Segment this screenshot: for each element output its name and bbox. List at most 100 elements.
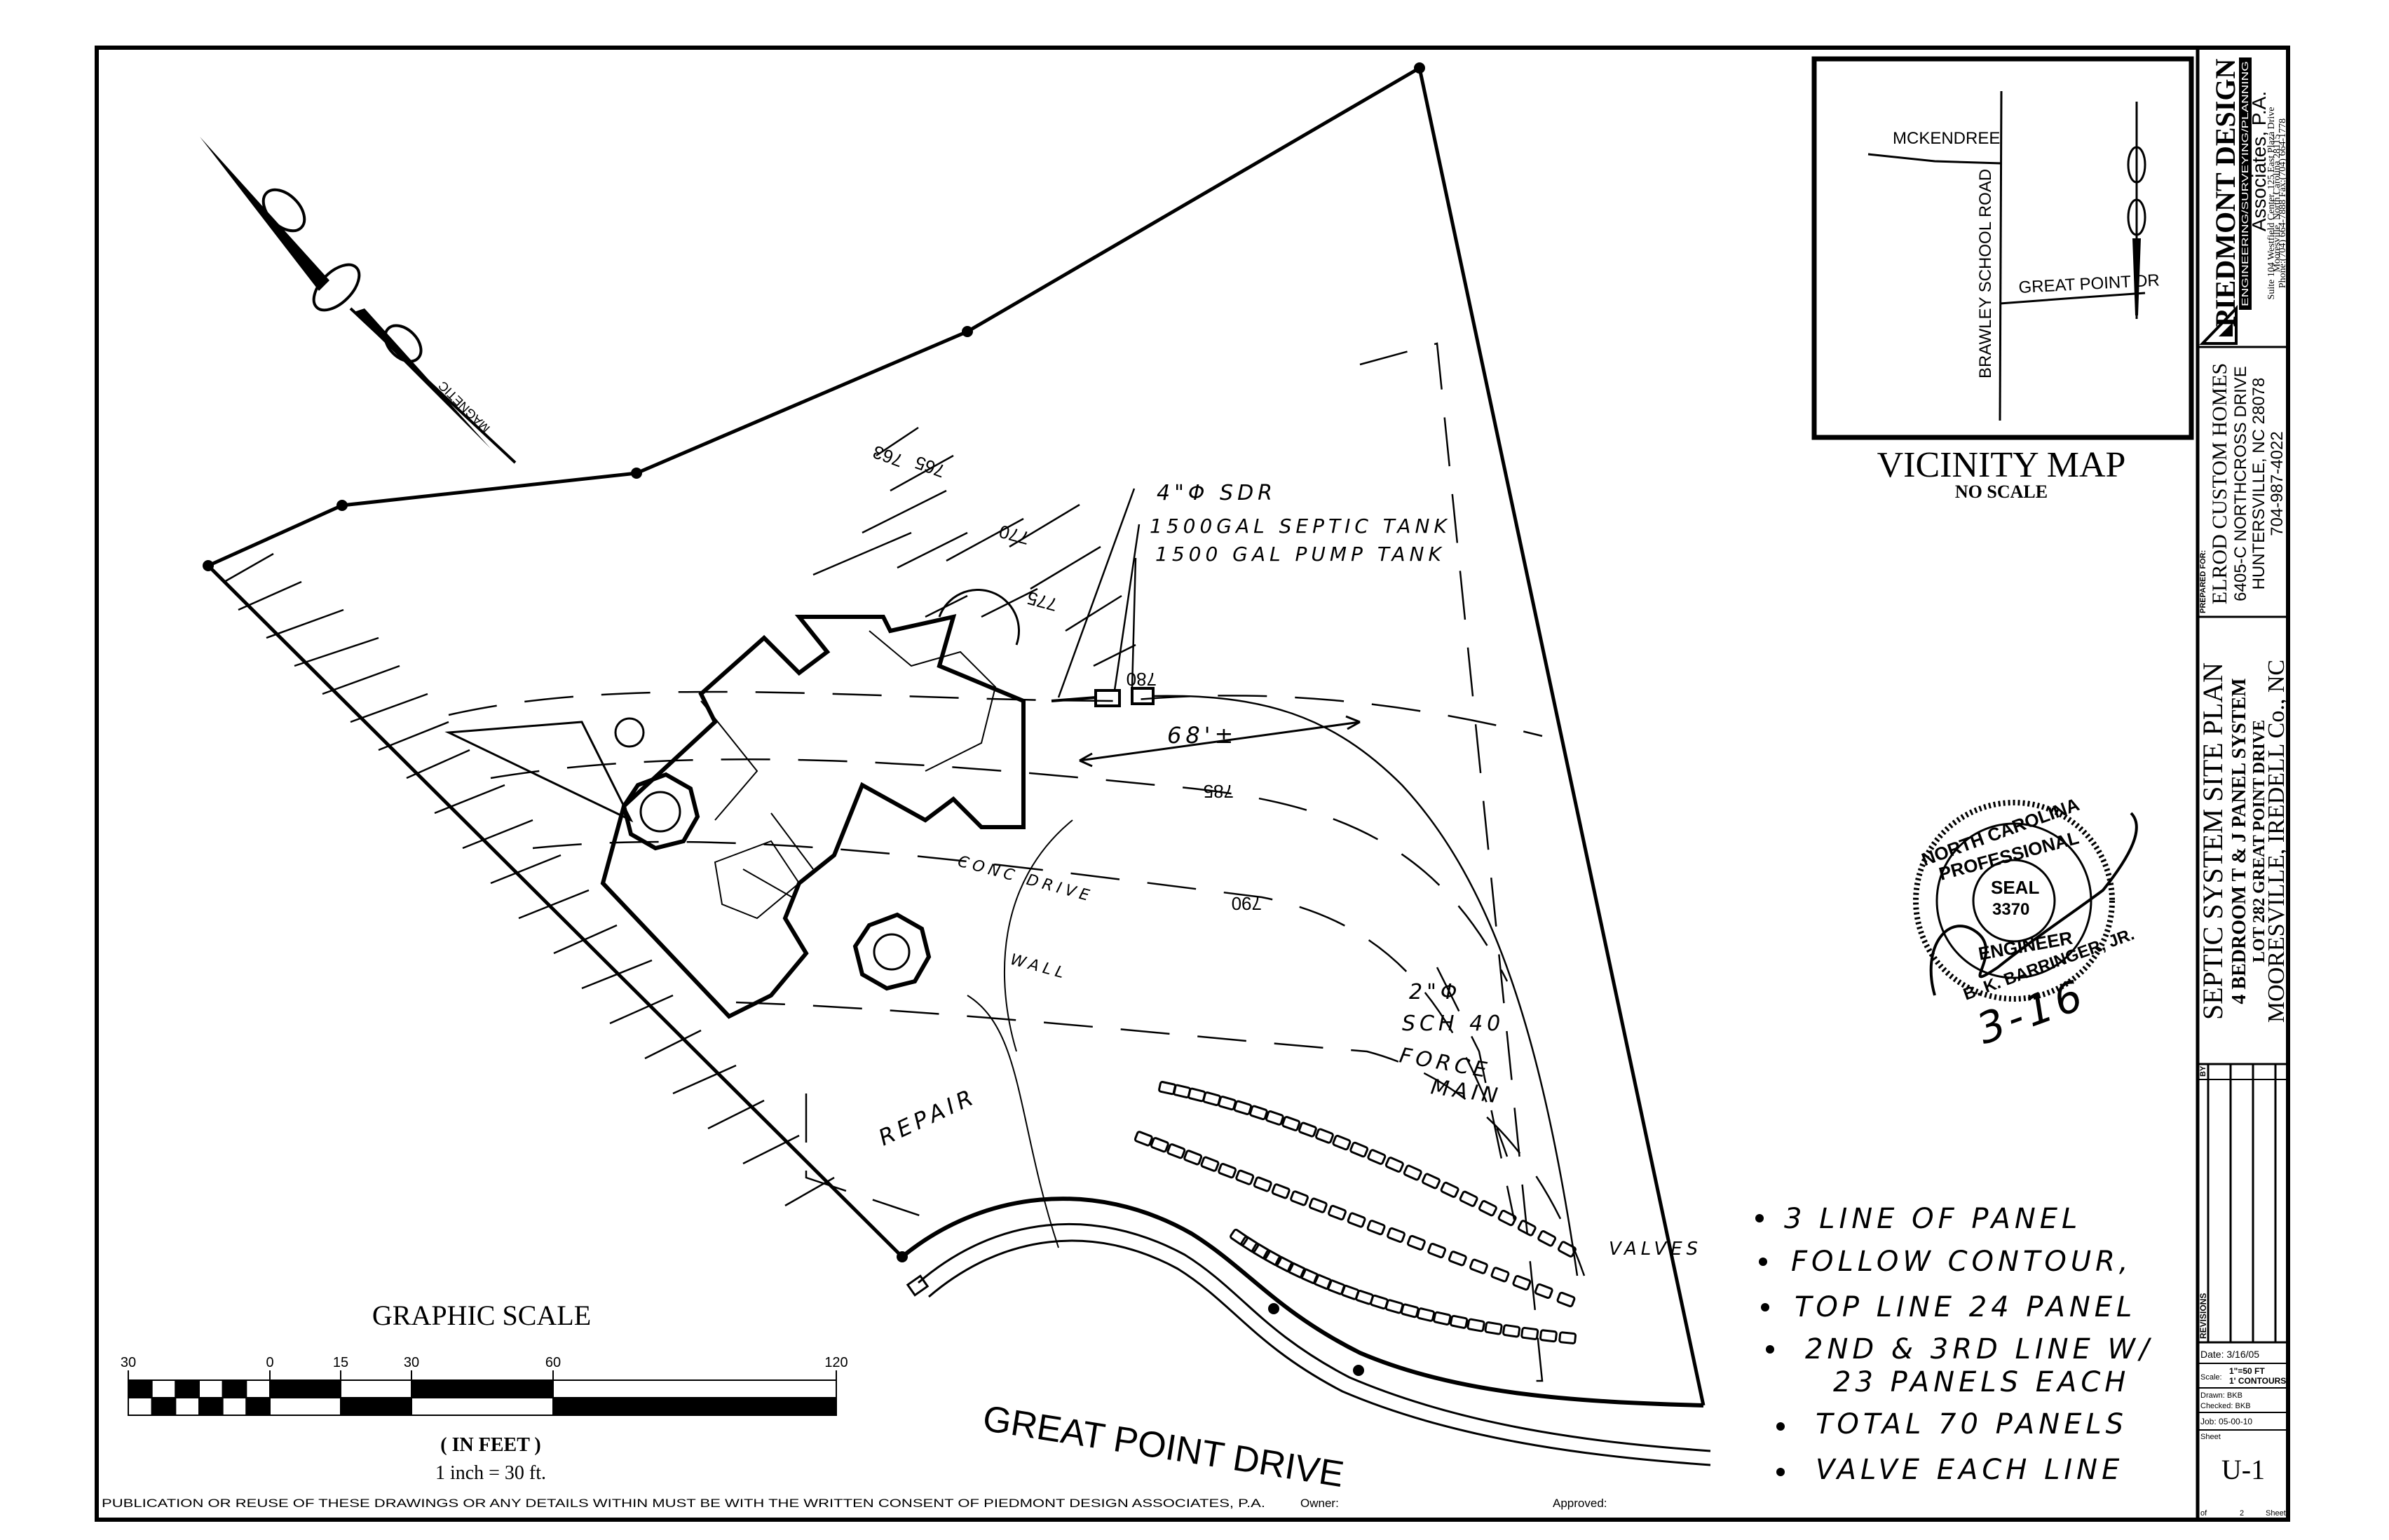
house-footprint [444, 589, 1073, 1248]
drain-panel [1539, 1329, 1558, 1343]
scale-segment [175, 1379, 200, 1398]
drain-panel [1367, 1149, 1387, 1165]
drain-panel [1315, 1128, 1334, 1144]
scale-segment [411, 1379, 554, 1398]
road-brawley-school: BRAWLEY SCHOOL ROAD [1976, 169, 1995, 379]
drain-panel [1218, 1163, 1237, 1179]
drain-panel [1233, 1100, 1253, 1115]
gazebo-icon [852, 912, 932, 991]
drain-panel [1520, 1326, 1539, 1340]
scale-segment [128, 1397, 153, 1416]
scale-segment [340, 1397, 412, 1416]
scale-segment [245, 1397, 271, 1416]
drain-panel [1478, 1200, 1497, 1217]
firm-name: PIEDMONT DESIGN [2210, 59, 2241, 327]
firm-suffix: Associates, P.A. [2248, 91, 2270, 231]
contour-label: 770 [997, 521, 1032, 549]
callout-repair: REPAIR [874, 1083, 981, 1152]
drain-panel [1558, 1331, 1577, 1344]
drain-panel [1556, 1291, 1576, 1308]
scale-segment [269, 1397, 341, 1416]
road-mckendree: MCKENDREE [1893, 129, 2000, 148]
contour-label: 780 [1127, 669, 1157, 690]
drain-panel [1512, 1274, 1532, 1291]
seal-label: SEAL [1991, 877, 2039, 898]
drain-panel [1240, 1236, 1260, 1253]
drain-panel [1347, 1212, 1366, 1228]
firm-address: Suite 104 Westfield Center, 125 East Pla… [2266, 107, 2277, 300]
callout-force-main: MAIN [1429, 1075, 1504, 1109]
scale-segment [340, 1379, 412, 1398]
callout-wall: WALL [1008, 951, 1070, 983]
drain-panel [1290, 1190, 1309, 1206]
contour-label: 763 [870, 442, 906, 472]
drain-panel [1271, 1183, 1291, 1199]
callout-force-main: SCH 40 [1402, 1011, 1504, 1036]
gazebo-icon [621, 772, 700, 851]
graphic-scale-title: GRAPHIC SCALE [372, 1300, 591, 1331]
vicinity-map-title: VICINITY MAP [1877, 445, 2126, 485]
septic-system [1051, 488, 1579, 1276]
drain-panel [1183, 1150, 1203, 1166]
scale-segment [222, 1379, 247, 1398]
drain-panel [1332, 1134, 1352, 1151]
force-main-line [1152, 695, 1579, 1276]
sheet-checked: Checked: BKB [2200, 1402, 2251, 1410]
footer-notice: PUBLICATION OR REUSE OF THESE DRAWINGS O… [102, 1497, 1265, 1510]
drain-field-panels [1134, 1081, 1577, 1344]
drain-panel [1262, 1249, 1282, 1267]
contour-label: 765 [912, 452, 948, 482]
vicinity-map-subtitle: NO SCALE [1955, 482, 2048, 502]
callout-force-main: 2"Φ [1409, 980, 1462, 1004]
road-edges [906, 1222, 1711, 1466]
revisions-by-label: BY [2199, 1065, 2207, 1077]
drain-panel [1265, 1110, 1284, 1126]
drain-panel [1406, 1234, 1426, 1251]
scale-segment [198, 1397, 224, 1416]
drain-panel [1253, 1176, 1272, 1192]
client-address: 6405-C NORTHCROSS DRIVE [2231, 366, 2250, 601]
scale-tick-label: 60 [545, 1355, 561, 1370]
drain-panel [1287, 1262, 1307, 1279]
north-arrow-icon [2127, 102, 2146, 319]
drain-panel [1416, 1307, 1436, 1322]
drain-panel [1384, 1299, 1404, 1314]
firm-address: Mooresville, North Carolina 28115 [2272, 134, 2282, 272]
sheet-number: U-1 [2221, 1454, 2265, 1485]
drain-panel [1366, 1220, 1386, 1236]
sheet-scale-label: Scale: [2200, 1373, 2222, 1382]
drain-panel [1328, 1204, 1347, 1221]
drain-panel [1517, 1220, 1537, 1236]
callout-pump-tank: 1500 GAL PUMP TANK [1155, 543, 1445, 566]
graphic-scale-units: ( IN FEET ) [440, 1434, 540, 1456]
pump-tank-icon [1131, 687, 1155, 705]
title-block [2196, 46, 2290, 1522]
sheet-job: Job: 05-00-10 [2200, 1417, 2252, 1426]
sheet-of-label: of [2200, 1509, 2207, 1518]
footer-approved: Approved: [1553, 1497, 1607, 1510]
drain-panel [1449, 1314, 1469, 1329]
revisions-label: REVISIONS [2198, 1293, 2208, 1339]
scale-tick-label: 30 [121, 1355, 136, 1370]
north-arrow-icon [200, 137, 517, 464]
drain-panel [1459, 1190, 1478, 1207]
drain-panel [1537, 1230, 1557, 1247]
note-item: FOLLOW CONTOUR, [1791, 1246, 2132, 1278]
firm-band: ENGINEERING/SURVEYING/PLANNING [2240, 61, 2250, 306]
client-city: HUNTERSVILLE, NC 28078 [2250, 378, 2268, 590]
sheet-location: MOORESVILLE, IREDELL Co., NC [2264, 660, 2289, 1023]
scale-segment [151, 1397, 177, 1416]
footer-owner: Owner: [1300, 1497, 1339, 1510]
street-label: GREAT POINT DRIVE [980, 1398, 1347, 1496]
drain-panel [1249, 1105, 1268, 1121]
drain-panel [1384, 1157, 1404, 1173]
drain-panel [1440, 1181, 1459, 1198]
scale-segment [245, 1379, 271, 1398]
drain-panel [1150, 1137, 1169, 1153]
scale-segment [151, 1379, 177, 1398]
scale-segment [175, 1397, 200, 1416]
drain-panel [1166, 1143, 1186, 1159]
pool-icon [614, 717, 645, 748]
sheet-date: Date: 3/16/05 [2200, 1349, 2259, 1360]
